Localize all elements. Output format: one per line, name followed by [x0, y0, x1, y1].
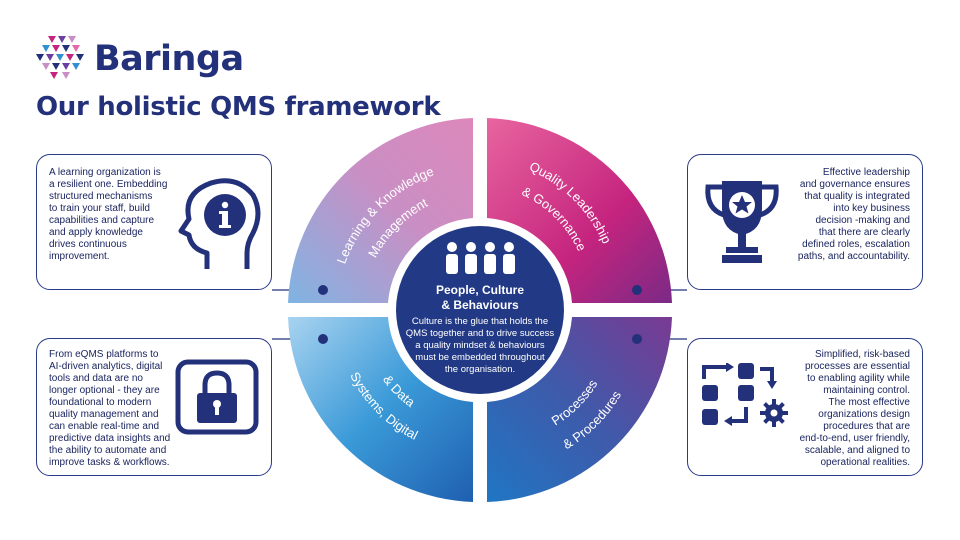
card-line: that quality is integrated — [804, 191, 910, 202]
connector-dot-quality — [632, 285, 642, 295]
learning-info-card: A learning organization is a resilient o… — [36, 154, 272, 290]
card-line: organizations design — [818, 409, 910, 420]
segment-learning — [288, 118, 473, 303]
center-body-line: Culture is the glue that holds the — [412, 316, 548, 327]
card-line: From eQMS platforms to — [49, 349, 159, 360]
systems-card-text: From eQMS platforms to AI-driven analyti… — [49, 349, 173, 469]
trophy-icon — [705, 181, 779, 263]
center-body-line: must be embedded throughout — [415, 352, 545, 363]
card-line: paths, and accountability. — [797, 251, 910, 262]
center-heading-1: People, Culture — [436, 283, 524, 297]
center-body-line: the organisation. — [445, 364, 515, 375]
card-line: Simplified, risk-based — [814, 349, 910, 360]
card-line: procedures that are — [823, 421, 910, 432]
connector-dot-systems — [318, 334, 328, 344]
head-info-icon — [178, 178, 261, 269]
card-line: a resilient one. Embedding — [49, 179, 168, 190]
card-line: maintaining control. — [823, 385, 910, 396]
brand-name: Baringa — [94, 39, 244, 79]
card-line: structured mechanisms — [49, 191, 153, 202]
workflow-icon — [702, 363, 788, 427]
card-line: can enable real-time and — [49, 421, 160, 432]
processes-card-text: Simplified, risk-based processes are ess… — [786, 349, 910, 469]
card-line: longer optional - they are — [49, 385, 160, 396]
segment-systems — [288, 317, 473, 502]
card-line: AI-driven analytics, digital — [49, 361, 163, 372]
baringa-mark-icon — [36, 36, 84, 79]
card-line: into key business — [833, 203, 910, 214]
padlock-icon — [175, 359, 259, 435]
systems-info-card: From eQMS platforms to AI-driven analyti… — [36, 338, 272, 476]
card-line: end-to-end, user friendly, — [799, 433, 910, 444]
card-line: quality management and — [49, 409, 159, 420]
quality-info-card: Effective leadership and governance ensu… — [687, 154, 923, 290]
card-line: drives continuous — [49, 239, 127, 250]
card-line: decision -making and — [815, 215, 911, 226]
card-line: A learning organization is — [49, 167, 161, 178]
card-line: capabilities and capture — [49, 215, 155, 226]
center-circle — [396, 226, 564, 394]
card-line: tools and data are no — [49, 373, 143, 384]
center-heading-2: & Behaviours — [441, 298, 519, 312]
card-line: and apply knowledge — [49, 227, 143, 238]
card-line: predictive data insights and — [49, 433, 171, 444]
learning-card-text: A learning organization is a resilient o… — [49, 167, 169, 263]
card-line: Effective leadership — [822, 167, 910, 178]
card-line: improve tasks & workflows. — [49, 457, 170, 468]
card-line: processes are essential — [804, 361, 910, 372]
quality-card-text: Effective leadership and governance ensu… — [786, 167, 910, 263]
center-body-line: QMS together and to drive success — [406, 328, 555, 339]
processes-info-card: Simplified, risk-based processes are ess… — [687, 338, 923, 476]
center-body-line: a quality mindset & behaviours — [415, 340, 545, 351]
card-line: improvement. — [49, 251, 110, 262]
card-line: defined roles, escalation — [802, 239, 910, 250]
connector-dot-processes — [632, 334, 642, 344]
card-line: to train your staff, build — [49, 203, 150, 214]
card-line: operational realities. — [820, 457, 911, 468]
card-line: the ability to automate and — [49, 445, 167, 456]
brand-logo: Baringa — [36, 36, 244, 82]
card-line: that there are clearly — [818, 227, 910, 238]
segment-quality — [487, 118, 672, 303]
page-title: Our holistic QMS framework — [36, 92, 441, 122]
card-line: scalable, and aligned to — [804, 445, 910, 456]
segment-processes — [487, 317, 672, 502]
card-line: and governance ensures — [799, 179, 910, 190]
card-line: foundational to modern — [49, 397, 152, 408]
connector-dot-learning — [318, 285, 328, 295]
people-icon — [446, 242, 515, 274]
card-line: to enabling agility while — [807, 373, 910, 384]
card-line: The most effective — [828, 397, 910, 408]
